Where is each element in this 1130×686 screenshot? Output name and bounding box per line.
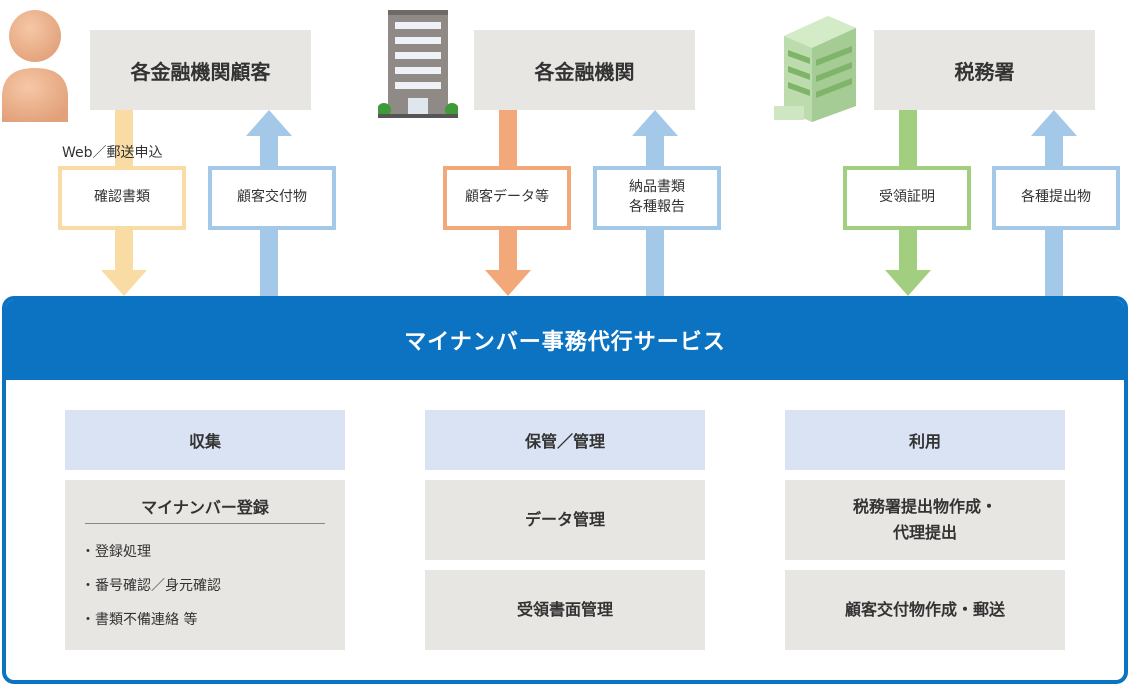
column-header-usage: 利用 [785,410,1065,470]
office-building-icon [378,10,458,118]
registration-panel: マイナンバー登録 ・登録処理 ・番号確認／身元確認 ・書類不備連絡 等 [65,480,345,650]
flow-label-confirmation-documents: 確認書類 [58,166,186,230]
flow-label-submissions: 各種提出物 [992,166,1120,230]
service-title: マイナンバー事務代行サービス [404,330,726,355]
entity-box-financial-institutions: 各金融機関 [474,30,695,110]
entity-label-customers: 各金融機関顧客 [130,59,271,84]
column-header-usage-label: 利用 [908,432,941,451]
column-header-storage: 保管／管理 [425,410,705,470]
application-method-caption: Web／郵送申込 [62,145,163,161]
column-header-collection: 収集 [65,410,345,470]
registration-title: マイナンバー登録 [141,498,269,517]
service-header: マイナンバー事務代行サービス [6,300,1124,380]
flow-label-delivery-reports: 納品書類 各種報告 [593,166,721,230]
registration-item: ・書類不備連絡 等 [81,612,198,628]
flow-label-receipt-certificate: 受領証明 [843,166,971,230]
entity-label-tax-office: 税務署 [954,59,1015,84]
task-tax-submission: 税務署提出物作成・ 代理提出 [785,480,1065,560]
flow-label-customer-data: 顧客データ等 [443,166,571,230]
person-icon [2,10,68,122]
entity-label-financial-institutions: 各金融機関 [534,59,635,84]
task-received-document-management: 受領書面管理 [425,570,705,650]
registration-item: ・番号確認／身元確認 [81,578,221,594]
registration-divider [85,523,325,524]
task-data-management: データ管理 [425,480,705,560]
tax-office-building-icon [774,16,856,122]
task-customer-deliverable-mailing: 顧客交付物作成・郵送 [785,570,1065,650]
entity-box-tax-office: 税務署 [874,30,1095,110]
service-panel: マイナンバー事務代行サービス 収集 保管／管理 利用 マイナンバー登録 ・登録処… [2,296,1128,684]
column-header-storage-label: 保管／管理 [524,432,605,451]
registration-item: ・登録処理 [81,544,151,560]
entity-box-customers: 各金融機関顧客 [90,30,311,110]
flow-label-customer-deliverables: 顧客交付物 [208,166,336,230]
column-header-collection-label: 収集 [188,432,221,451]
